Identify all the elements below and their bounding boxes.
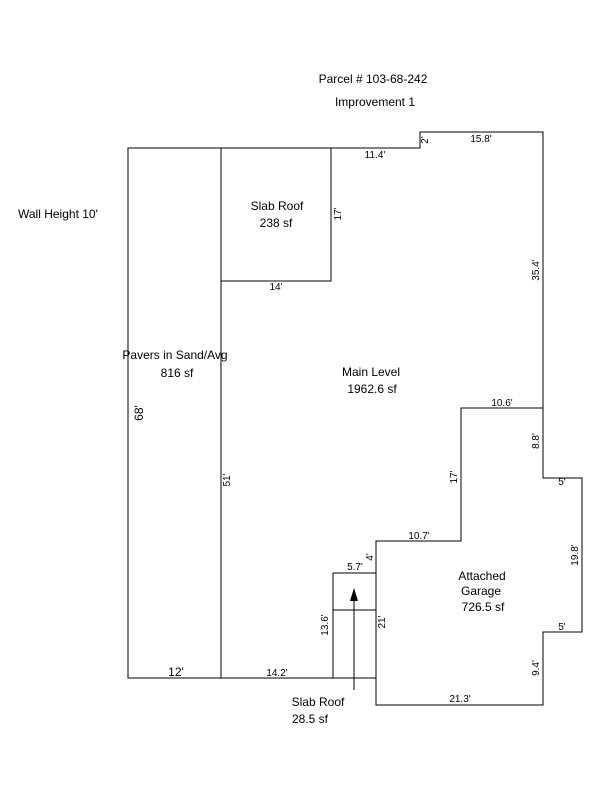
dim-step-top: 2' — [420, 136, 431, 144]
sketch-lines — [127, 131, 583, 706]
dim-bottom-mid: 14.2' — [266, 668, 287, 679]
pavers-area: 816 sf — [161, 366, 194, 380]
main-level-name: Main Level — [342, 365, 400, 379]
dim-garage-bottom-notch: 5' — [558, 622, 566, 633]
slab-roof-outline — [220, 147, 332, 282]
garage-name-line1: Attached — [458, 569, 505, 583]
garage-name-line2: Garage — [461, 584, 501, 598]
small-slab-outline — [332, 572, 376, 678]
dim-garage-bottom: 21.3' — [449, 694, 470, 705]
dim-slab-bottom: 14' — [269, 282, 282, 293]
slab-roof-name: Slab Roof — [251, 199, 304, 213]
wall-height-label: Wall Height 10' — [18, 207, 98, 221]
dim-slab-side: 17' — [333, 207, 344, 220]
dim-small-step: 4' — [365, 553, 376, 561]
small-slab-area: 28.5 sf — [292, 712, 329, 726]
dim-small-slab-side: 13.6' — [320, 614, 331, 635]
dim-inner-wall: 51' — [222, 473, 233, 486]
dim-right-step: 8.8' — [531, 433, 542, 449]
dim-top-right: 15.8' — [470, 134, 491, 145]
dim-right-upper: 35.4' — [531, 259, 542, 280]
slab-roof-area: 238 sf — [260, 216, 293, 230]
dim-garage-lower-right: 9.4' — [531, 660, 542, 676]
dim-pavers-height: 68' — [132, 405, 146, 421]
dim-garage-right: 19.8' — [570, 544, 581, 565]
dim-small-slab-top: 5.7' — [347, 562, 363, 573]
pavers-outline — [127, 147, 222, 679]
dim-pavers-bottom: 12' — [168, 665, 184, 679]
dim-top-mid: 11.4' — [365, 150, 386, 161]
dim-mid-step-vert: 17' — [449, 470, 460, 483]
parcel-number: Parcel # 103-68-242 — [319, 72, 428, 86]
arrow-head-icon — [350, 588, 358, 601]
garage-outline — [375, 408, 583, 706]
dim-mid-step-top: 10.6' — [491, 398, 512, 409]
garage-area: 726.5 sf — [462, 600, 505, 614]
small-slab-name: Slab Roof — [292, 695, 345, 709]
pavers-name: Pavers in Sand/Avg — [122, 348, 227, 362]
main-level-area: 1962.6 sf — [347, 382, 397, 396]
dim-garage-top-notch: 5' — [558, 477, 566, 488]
improvement-label: Improvement 1 — [335, 95, 415, 109]
dim-garage-left: 21' — [377, 615, 388, 628]
dim-entry-top: 10.7' — [408, 531, 429, 542]
